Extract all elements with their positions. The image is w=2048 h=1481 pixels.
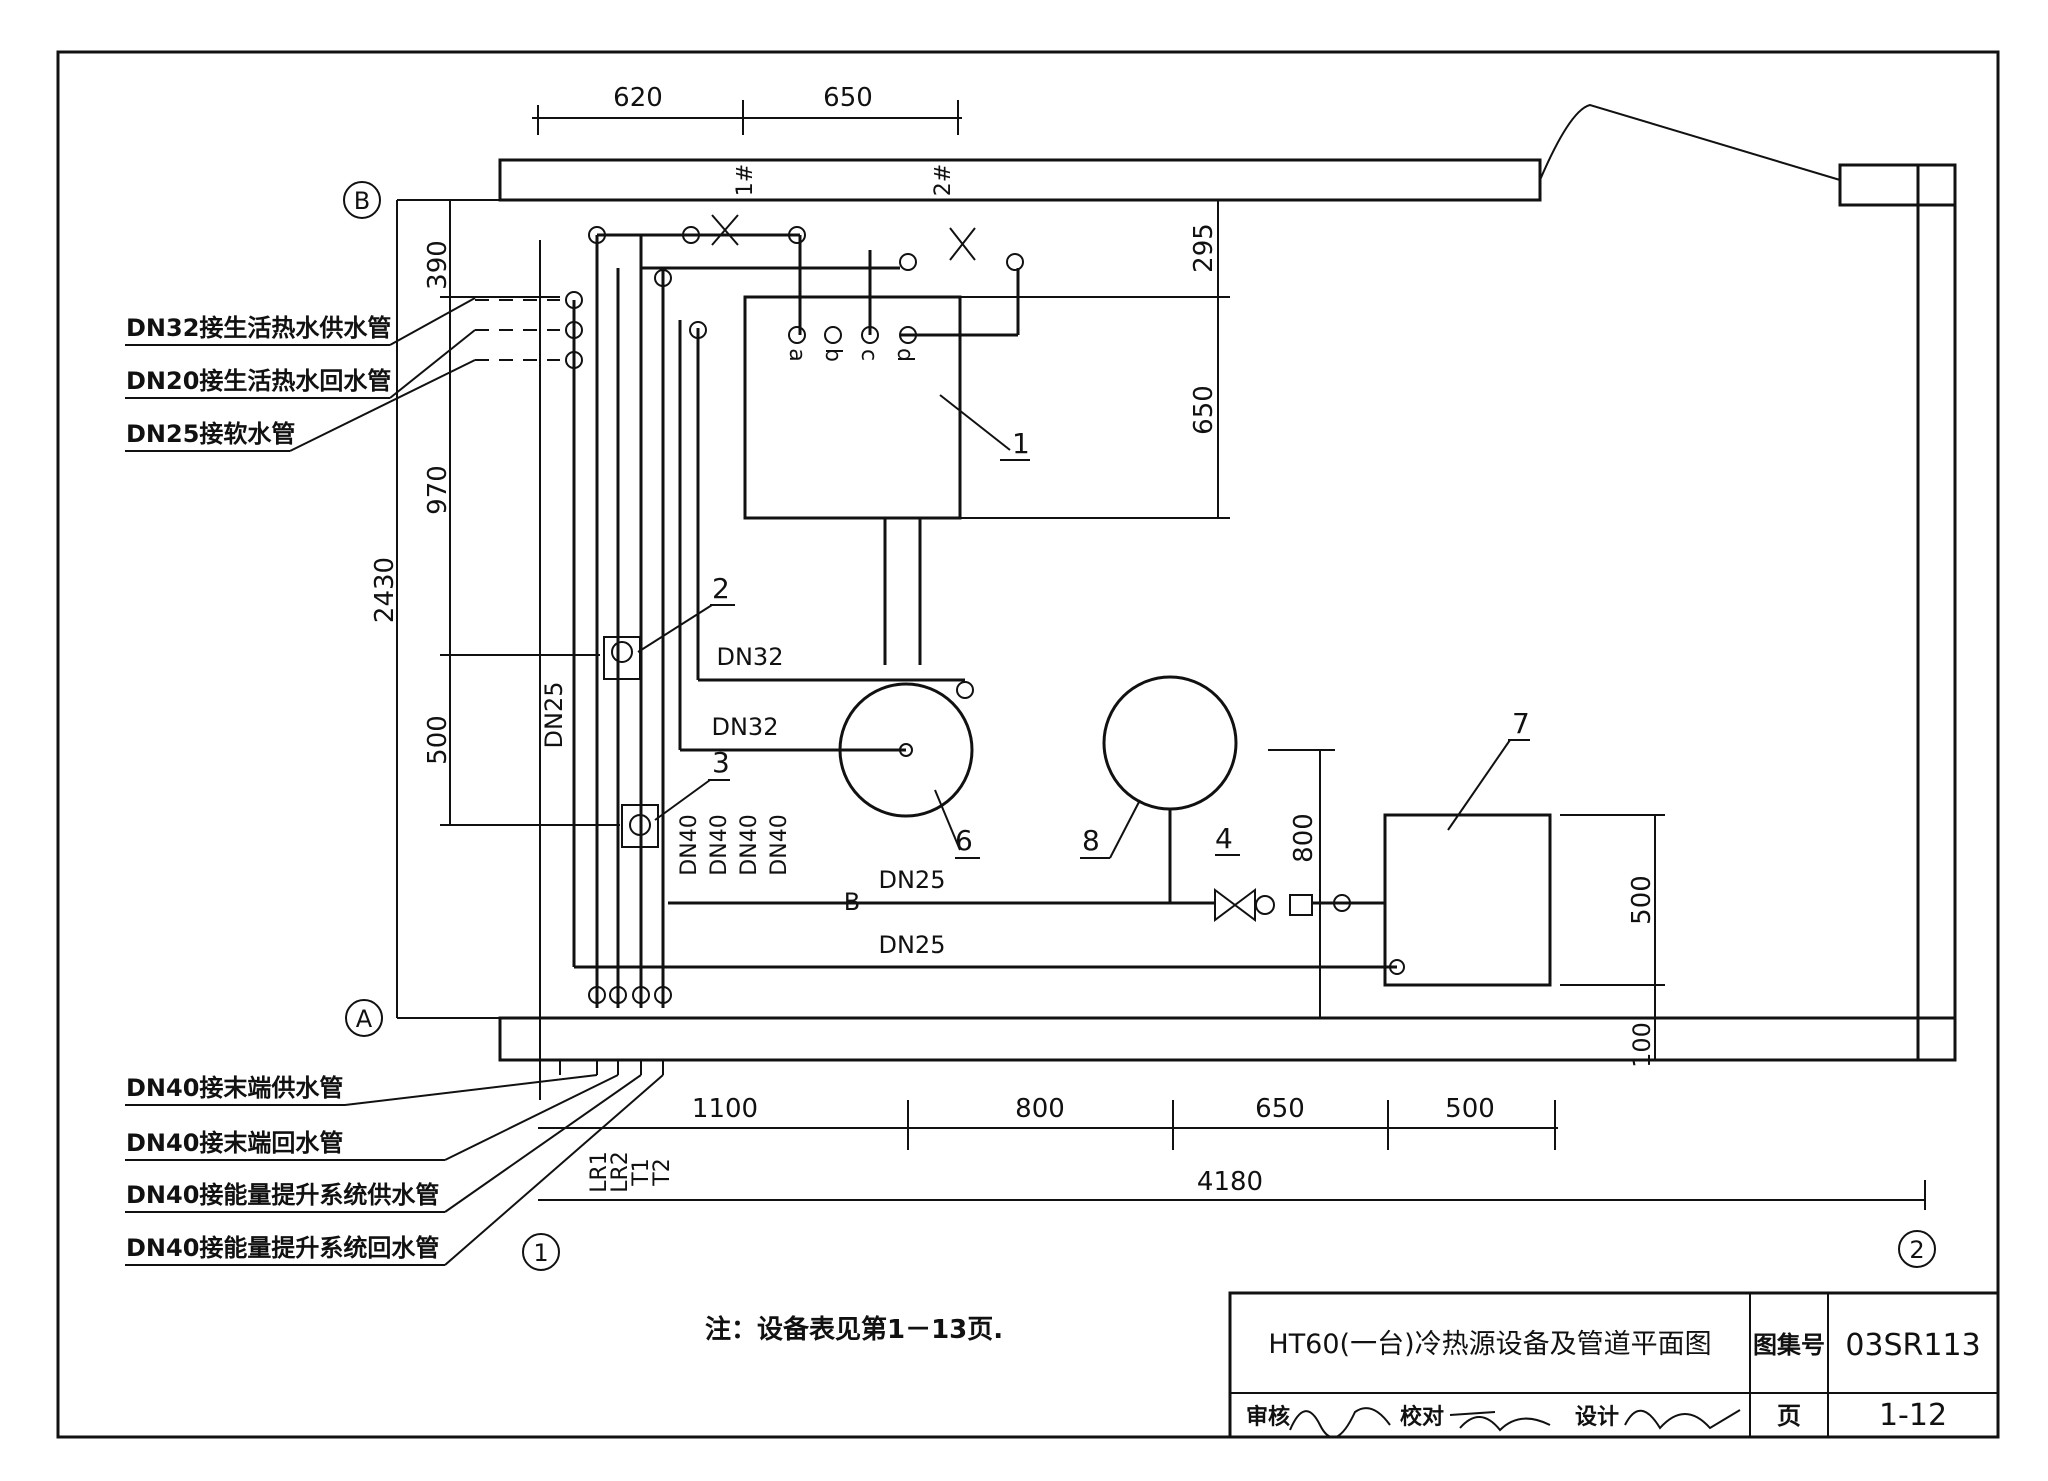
pipe-labels: DN32 DN32 DN25 DN25 DN25 B 1# 2# DN40 DN… bbox=[540, 164, 956, 1193]
equipment bbox=[603, 295, 1552, 987]
conn-a: a bbox=[784, 348, 809, 361]
top-dimensions: 620 650 bbox=[532, 83, 962, 135]
label-dn25-a: DN25 bbox=[879, 866, 946, 894]
drawing-frame bbox=[56, 50, 2000, 1439]
label-unit-1: 1# bbox=[733, 164, 758, 196]
dim-top-650: 650 bbox=[823, 83, 873, 113]
bottom-dimensions: 1100 800 650 500 4180 bbox=[538, 1094, 1926, 1210]
atlas-number: 03SR113 bbox=[1845, 1328, 1980, 1363]
title-block: HT60(一台)冷热源设备及管道平面图 图集号 03SR113 审核 校对 设计… bbox=[1228, 1291, 2000, 1439]
conn-d: d bbox=[892, 348, 917, 362]
check-label: 校对 bbox=[1400, 1404, 1444, 1430]
callout-terminal-return: DN40接末端回水管 bbox=[126, 1129, 343, 1157]
axis-label-1: 1 bbox=[533, 1239, 548, 1267]
bottom-wall bbox=[498, 1016, 1957, 1062]
dim-right-100: 100 bbox=[1628, 1022, 1656, 1068]
room-walls bbox=[397, 103, 1957, 1100]
design-signature bbox=[1624, 1409, 1741, 1430]
callout-hot-water-return: DN20接生活热水回水管 bbox=[126, 367, 391, 395]
unit-box-1 bbox=[743, 295, 962, 520]
check-signature bbox=[1449, 1411, 1551, 1432]
title-text: HT60(一台)冷热源设备及管道平面图 bbox=[1268, 1329, 1711, 1360]
dim-right-650: 650 bbox=[1189, 385, 1219, 435]
callout-soft-water: DN25接软水管 bbox=[126, 420, 295, 448]
dim-bottom-500: 500 bbox=[1445, 1094, 1495, 1124]
conn-b: b bbox=[820, 348, 845, 362]
label-dn40-1: DN40 bbox=[677, 814, 702, 875]
right-dimensions: 295 650 500 100 800 bbox=[900, 199, 1665, 1068]
label-dn40-4: DN40 bbox=[767, 814, 792, 875]
tag-6: 6 bbox=[955, 824, 973, 857]
dim-right-800: 800 bbox=[1289, 813, 1319, 863]
tag-1: 1 bbox=[1012, 427, 1030, 460]
tag-3: 3 bbox=[712, 746, 730, 779]
axis-bubble-1 bbox=[522, 1233, 560, 1271]
axis-bubble-2 bbox=[1898, 1230, 1936, 1268]
axis-bubble-b bbox=[343, 181, 381, 219]
dim-bottom-4180: 4180 bbox=[1197, 1167, 1263, 1197]
review-label: 审核 bbox=[1246, 1404, 1290, 1430]
label-dn40-2: DN40 bbox=[707, 814, 732, 875]
callout-lift-supply: DN40接能量提升系统供水管 bbox=[126, 1181, 439, 1209]
pipe-code-lr2: LR2 bbox=[608, 1151, 633, 1193]
wall-break-line bbox=[1539, 103, 1841, 181]
label-dn25-vertical: DN25 bbox=[540, 682, 568, 749]
pipe-code-t1: T1 bbox=[629, 1158, 654, 1186]
dim-bottom-1100: 1100 bbox=[692, 1094, 758, 1124]
top-wall-right bbox=[1838, 163, 1957, 207]
axis-bubble-a bbox=[345, 999, 383, 1037]
callout-terminal-supply: DN40接末端供水管 bbox=[126, 1074, 343, 1102]
pipe-code-t2: T2 bbox=[650, 1158, 675, 1186]
callout-lift-return: DN40接能量提升系统回水管 bbox=[126, 1234, 439, 1262]
conn-c: c bbox=[856, 349, 881, 361]
axis-label-b: B bbox=[354, 187, 370, 215]
label-dn25-b: DN25 bbox=[879, 931, 946, 959]
dim-right-295: 295 bbox=[1189, 223, 1219, 273]
pipe-code-lr1: LR1 bbox=[587, 1151, 612, 1193]
valve-4 bbox=[1214, 888, 1256, 922]
dim-bottom-650: 650 bbox=[1255, 1094, 1305, 1124]
label-unit-2: 2# bbox=[931, 164, 956, 196]
tag-7: 7 bbox=[1512, 707, 1530, 740]
pump-2 bbox=[603, 636, 641, 680]
label-dn32-b: DN32 bbox=[712, 713, 779, 741]
atlas-label: 图集号 bbox=[1753, 1331, 1825, 1359]
label-dn40-3: DN40 bbox=[737, 814, 762, 875]
axis-markers: B A 1 2 bbox=[343, 181, 1936, 1271]
tag-8: 8 bbox=[1082, 824, 1100, 857]
label-dn32-a: DN32 bbox=[717, 643, 784, 671]
tank-8 bbox=[1102, 675, 1238, 811]
design-label: 设计 bbox=[1575, 1405, 1619, 1430]
left-callouts: DN32接生活热水供水管 DN20接生活热水回水管 DN25接软水管 bbox=[125, 297, 476, 452]
box-7 bbox=[1383, 813, 1552, 987]
bottom-callouts: DN40接末端供水管 DN40接末端回水管 DN40接能量提升系统供水管 DN4… bbox=[125, 1074, 664, 1266]
dim-left-500: 500 bbox=[423, 715, 453, 765]
dim-left-390: 390 bbox=[423, 240, 453, 290]
axis-label-a: A bbox=[356, 1005, 373, 1033]
page-label: 页 bbox=[1777, 1402, 1801, 1430]
left-dimensions: 390 970 500 2430 bbox=[370, 200, 620, 1018]
dim-bottom-800: 800 bbox=[1015, 1094, 1065, 1124]
tag-4: 4 bbox=[1215, 822, 1233, 855]
top-wall bbox=[498, 158, 1542, 202]
pipework bbox=[475, 214, 1397, 1075]
callout-hot-water-supply: DN32接生活热水供水管 bbox=[126, 314, 391, 342]
dim-right-500: 500 bbox=[1627, 875, 1657, 925]
equipment-tags: 1 2 3 4 6 7 8 bbox=[637, 394, 1530, 859]
page-number: 1-12 bbox=[1879, 1398, 1947, 1433]
review-signature bbox=[1289, 1407, 1391, 1439]
axis-label-2: 2 bbox=[1909, 1236, 1924, 1264]
dim-left-2430: 2430 bbox=[370, 557, 400, 623]
label-line-b: B bbox=[844, 888, 860, 916]
tag-2: 2 bbox=[712, 572, 730, 605]
dim-left-970: 970 bbox=[423, 465, 453, 515]
dim-top-620: 620 bbox=[613, 83, 663, 113]
note-text: 注：设备表见第1－13页. bbox=[705, 1314, 1003, 1345]
